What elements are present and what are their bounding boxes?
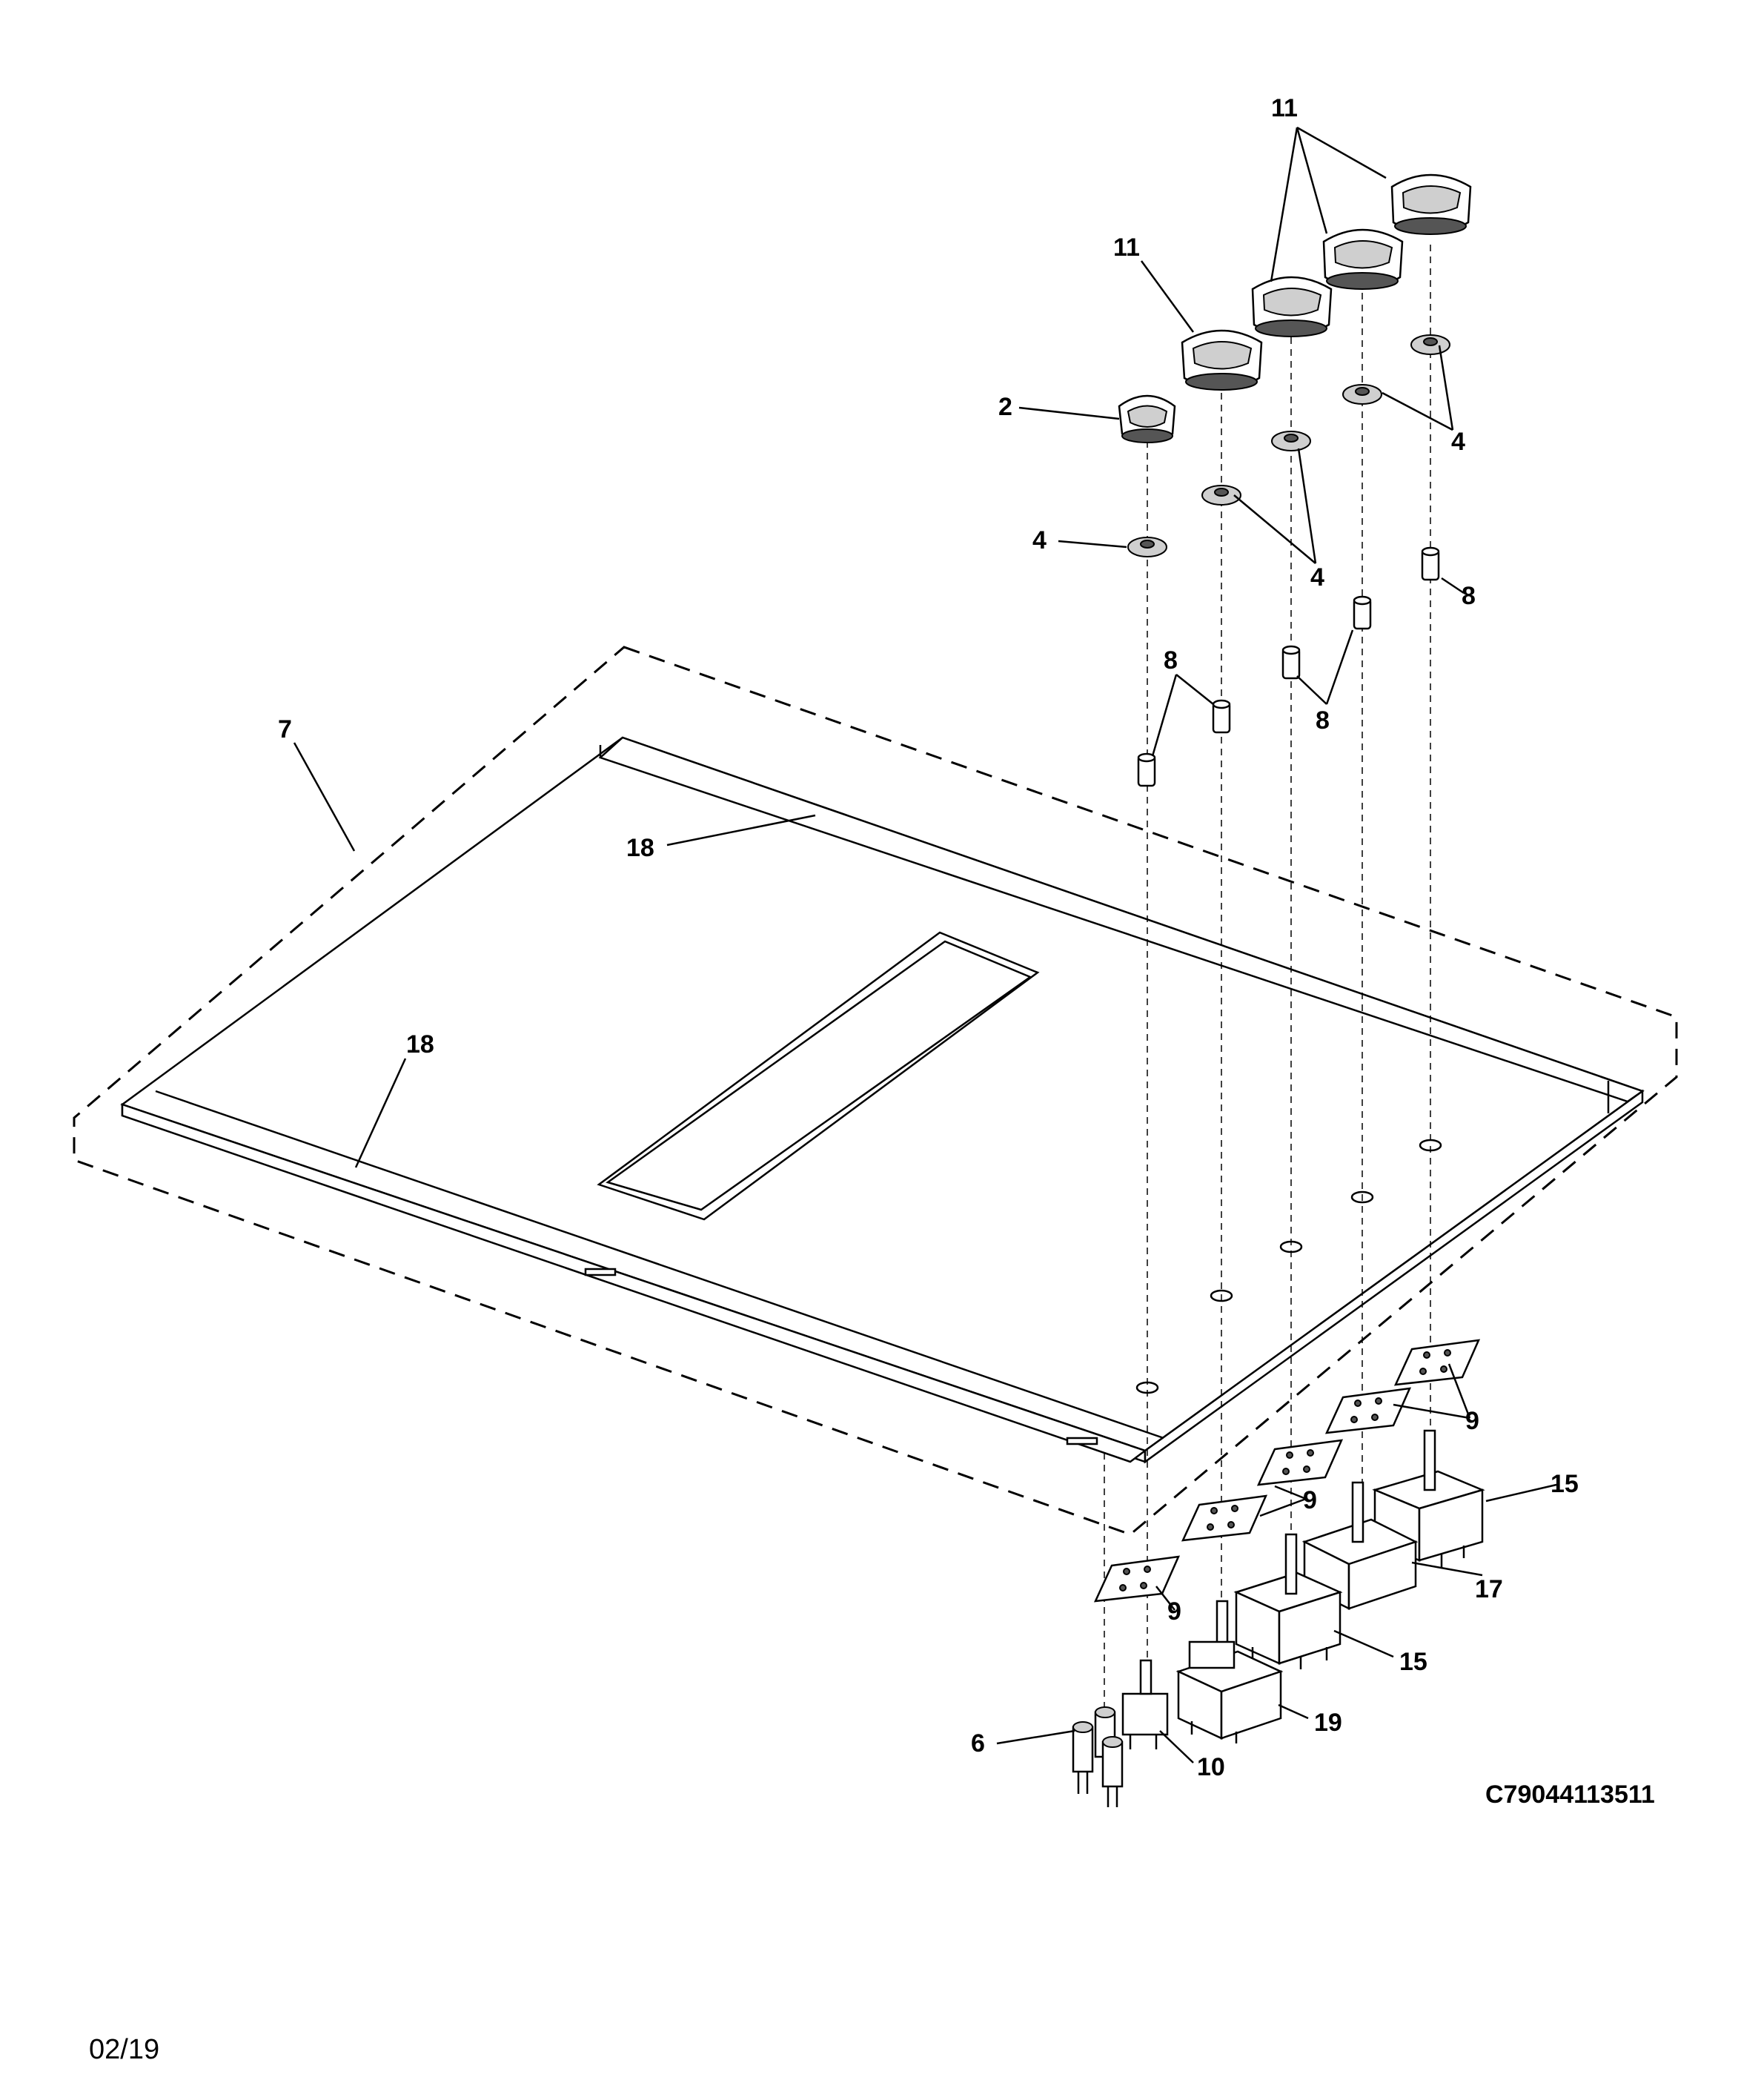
knob-bezel <box>1271 431 1311 451</box>
callout-4-left: 4 <box>1032 526 1047 554</box>
callout-labels: 11 11 2 4 4 4 8 8 8 7 18 18 9 9 9 15 17 … <box>278 94 1579 1781</box>
infinite-switch <box>1233 1533 1343 1669</box>
shaft-spacer <box>1421 546 1440 581</box>
callout-15-upper: 15 <box>1551 1470 1579 1498</box>
callout-2: 2 <box>998 393 1012 421</box>
knob-bezel <box>1410 334 1450 355</box>
knob-large <box>1181 329 1263 391</box>
callout-19: 19 <box>1314 1709 1342 1737</box>
callout-6: 6 <box>971 1729 985 1758</box>
callout-11-left: 11 <box>1113 233 1140 262</box>
control-panel <box>120 736 1645 1464</box>
rotary-switch <box>1121 1659 1169 1749</box>
callout-9-right: 9 <box>1465 1407 1479 1435</box>
knob-bezel <box>1342 384 1382 405</box>
leader-lines <box>293 126 1557 1763</box>
knob-large <box>1322 228 1404 290</box>
knob-bezel <box>1201 485 1241 506</box>
gasket <box>1256 1439 1344 1486</box>
knob-large <box>1390 173 1472 235</box>
knob-small <box>1118 394 1176 443</box>
knob-large <box>1251 276 1333 337</box>
shaft-spacer <box>1137 752 1156 787</box>
gasket <box>1324 1387 1412 1434</box>
callout-7: 7 <box>278 715 292 743</box>
knob-bezel <box>1127 537 1167 557</box>
gasket <box>1393 1339 1481 1386</box>
callout-9-middle: 9 <box>1303 1486 1317 1514</box>
callout-8-left: 8 <box>1164 646 1178 675</box>
callout-8-right: 8 <box>1462 582 1476 610</box>
callout-18-rear: 18 <box>626 834 654 862</box>
callout-4-middle: 4 <box>1310 563 1324 592</box>
shaft-spacer <box>1212 699 1231 734</box>
callout-8-middle: 8 <box>1316 706 1330 735</box>
callout-17: 17 <box>1475 1575 1503 1603</box>
indicator-lights <box>1072 1706 1124 1807</box>
gasket <box>1093 1555 1181 1603</box>
thermostat-switch <box>1175 1600 1284 1743</box>
shaft-spacer <box>1281 645 1301 680</box>
shaft-spacer <box>1353 595 1372 630</box>
assembly-7-boundary <box>73 646 1678 1536</box>
drawing-code: C79044113511 <box>1485 1781 1655 1809</box>
callout-11-right: 11 <box>1271 94 1298 122</box>
trim-strip-rear <box>598 736 1645 1103</box>
callout-15-lower: 15 <box>1399 1648 1427 1676</box>
trim-strip-front <box>121 1103 1147 1463</box>
gasket <box>1181 1494 1268 1542</box>
callout-4-right: 4 <box>1451 428 1465 456</box>
callout-9-left: 9 <box>1167 1597 1181 1626</box>
callout-18-front: 18 <box>406 1030 434 1059</box>
revision-date: 02/19 <box>89 2034 159 2065</box>
display-window-cutout <box>597 931 1040 1221</box>
callout-10: 10 <box>1197 1753 1225 1781</box>
